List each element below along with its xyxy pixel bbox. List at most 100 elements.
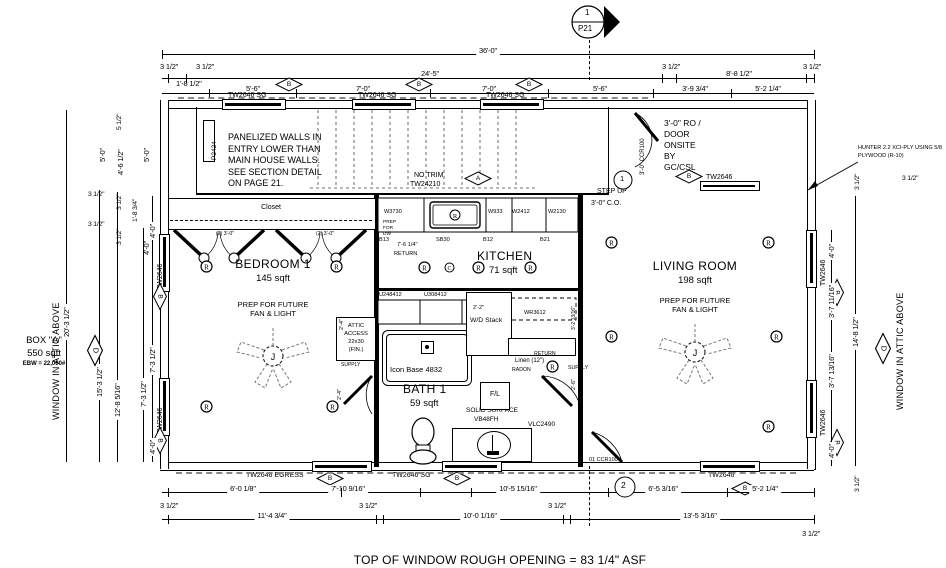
detail-callout-stepup[interactable]: 1 (610, 170, 636, 190)
fan-note-living-line1: PREP FOR FUTURE (659, 296, 731, 305)
supply-label-bedroom: SUPPLY (341, 362, 361, 368)
dim-bot-r2-1: 10'-0 1/16" (460, 512, 500, 520)
window-bottom-3-tag: TW2646 (708, 472, 735, 479)
dim-left-inner-3: 5'-0" (142, 148, 151, 162)
dim-tick (727, 488, 728, 497)
dim-tick (814, 515, 815, 524)
svg-text:R: R (550, 364, 555, 372)
svg-text:R: R (453, 213, 458, 220)
receptacle-icon: R (418, 261, 431, 274)
living-room-door (580, 420, 626, 468)
dim-left-chain3-1: 7'-3 1/2" (139, 378, 148, 410)
cabinet-label-w2412: W2412 (512, 209, 530, 215)
dim-tick (548, 89, 549, 98)
entry-door-zone (612, 107, 662, 195)
receptacle-icon: R (472, 261, 485, 274)
dim-bot-r1-2: 10'-5 15/16" (496, 485, 540, 493)
note-line: 3'-0" RO / (664, 118, 701, 128)
window-right-1[interactable] (806, 230, 817, 288)
window-top-2[interactable] (352, 99, 416, 110)
detail-callout-bottom[interactable]: 2 (612, 476, 638, 498)
window-bottom-3[interactable] (700, 461, 760, 472)
box-a-weight: EBW = 22,000# (22, 361, 66, 367)
svg-text:R: R (422, 265, 427, 273)
dim-bot-r1-1: 7'-10 9/16" (328, 485, 368, 493)
dim-tick (662, 74, 663, 83)
dim-line-left-overall (66, 110, 67, 462)
bifold-right-dim: (2) 3'-0" (316, 231, 335, 237)
fl-box: F/L (480, 382, 510, 410)
window-top-2-tag: TW2646 SG (358, 92, 397, 99)
dim-left-inner-1: 5'-0" (98, 148, 107, 162)
dim-tick (608, 488, 609, 497)
attic-marker-right: D (874, 332, 892, 365)
attic-window-label-right: WINDOW IN ATTIC ABOVE (895, 292, 905, 410)
receptacle-icon: R (200, 400, 213, 413)
dim-tick (168, 74, 169, 83)
solid-surface-label: SOLID SURFACE (466, 407, 519, 414)
svg-text:J: J (271, 352, 276, 362)
dim-top-r2-0: 3 1/2" (160, 62, 179, 71)
callout-page: P21 (578, 24, 593, 33)
window-right-2[interactable] (806, 380, 817, 438)
dim-top-r3-4: 5'-6" (590, 85, 610, 93)
dim-top-r2-1: 3 1/2" (196, 62, 215, 71)
note-line: ONSITE (664, 140, 696, 150)
dim-left-win-0: 4'-0" (148, 222, 157, 240)
entry-ceiling-hatch (310, 110, 540, 190)
bath-door (538, 372, 582, 420)
dim-bot-r2-2: 13'-5 3/16" (680, 512, 720, 520)
dim-corner-left-top: 3 1/2" (88, 191, 105, 198)
dim-tick (168, 488, 169, 497)
dim-corner-right-top: 3 1/2" (902, 175, 919, 182)
closet-label: Closet (261, 204, 281, 211)
svg-text:J: J (693, 348, 698, 358)
receptacle-icon: R (330, 260, 343, 273)
window-bottom-2[interactable] (442, 461, 502, 472)
window-bottom-2-tag: TW2646 SG (392, 472, 431, 479)
window-top-3[interactable] (480, 99, 544, 110)
dim-right-chain-2: 3'-7 13/16" (827, 352, 836, 390)
wd-stack-label: W/D Stack (470, 317, 503, 324)
return-label-kitchen: RETURN (394, 251, 418, 257)
svg-text:R: R (204, 264, 209, 272)
dim-left-inner-7: 4'-0" (142, 241, 151, 255)
dim-left-inner-6: 3 1/2" (116, 228, 123, 245)
entry-wall-left (196, 107, 197, 195)
dim-tick (570, 515, 571, 524)
dim-corner-left-mid: 3 1/2" (88, 221, 105, 228)
attic-line: (FIN.) (348, 347, 364, 353)
entry-wall-bottom (196, 193, 608, 195)
window-bottom-1[interactable] (312, 461, 372, 472)
note-panelized-walls: PANELIZED WALLS IN ENTRY LOWER THAN MAIN… (228, 132, 388, 190)
callout-leader-line-bottom (589, 466, 590, 526)
receptacle-icon: R (605, 330, 618, 343)
attic-line: ATTIC (347, 323, 365, 329)
dim-right-edge-1: 3 1/2" (854, 475, 861, 492)
svg-text:C: C (447, 266, 451, 272)
dim-tick (296, 89, 297, 98)
box-a-marker: D (86, 334, 104, 367)
dim-tick (420, 488, 421, 497)
door-swing-label: 3'-0" CCR100 (640, 138, 646, 175)
receptacle-icon: R (762, 420, 775, 433)
washer-dryer-stack (466, 292, 512, 356)
bedroom-door (336, 372, 376, 418)
dim-right-chain-3: 4'-0" (827, 442, 836, 460)
dim-tick (186, 74, 187, 83)
window-top-1[interactable] (222, 99, 286, 110)
box-a-area: 550 sqft (27, 348, 61, 359)
kitchen-upper-cabinets: R (377, 196, 579, 234)
partition-wall-living-left (578, 195, 583, 467)
detail-callout-top[interactable]: 1 P21 (571, 4, 641, 40)
window-top-4[interactable] (700, 181, 760, 191)
svg-text:R: R (334, 264, 339, 272)
room-area-bath-1: 59 sqft (410, 398, 439, 409)
cabinet-label-b12: B12 (483, 237, 493, 243)
closet (168, 198, 376, 230)
receptacle-icon: R (524, 261, 537, 274)
dim-tick (653, 89, 654, 98)
entry-wall-right (608, 107, 609, 195)
note-line: DOOR (664, 129, 690, 139)
